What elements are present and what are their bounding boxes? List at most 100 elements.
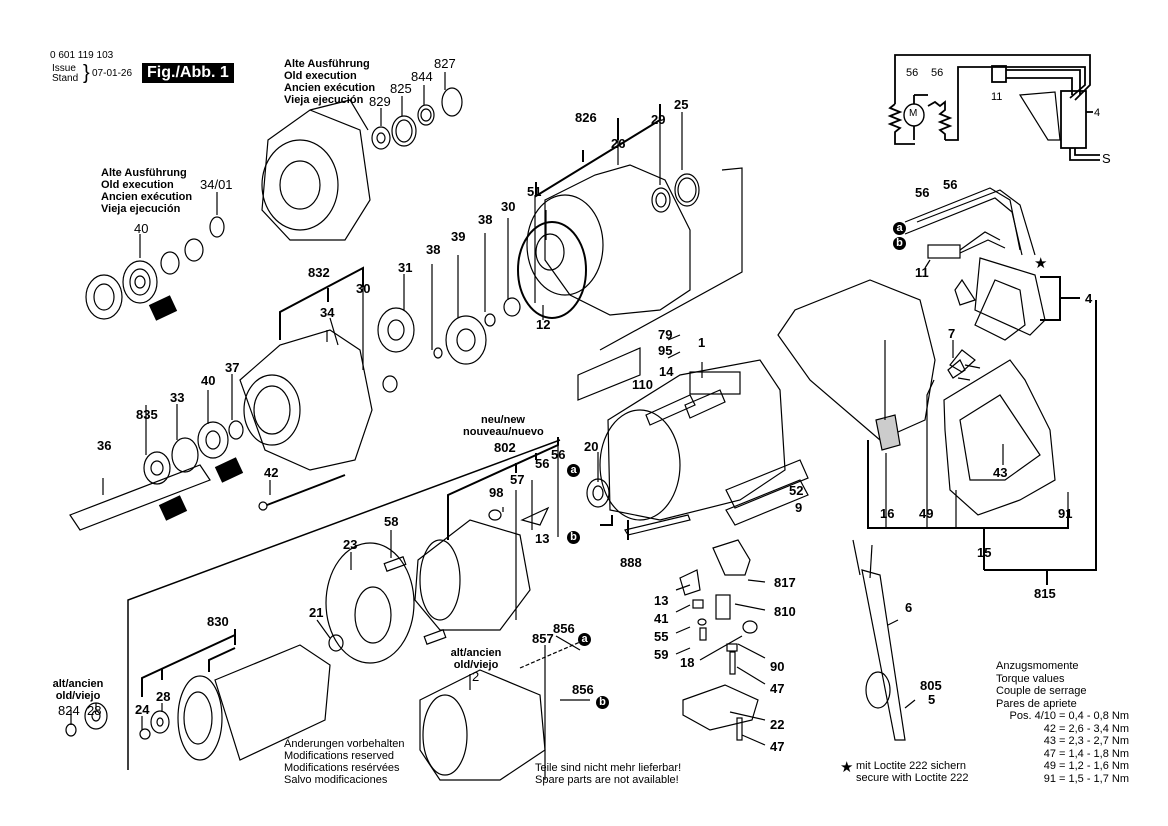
connector-marker-a: a	[578, 633, 591, 646]
connector-marker-b: b	[893, 237, 906, 250]
part-label: 98	[489, 485, 504, 500]
brush-holder-drawing	[675, 539, 766, 746]
baffle-drawing	[316, 530, 447, 664]
part-label: 856	[572, 682, 594, 697]
part-label: 56	[931, 67, 944, 79]
part-label: 18	[680, 655, 695, 670]
bracket-830	[141, 629, 236, 697]
part-label: 38	[478, 212, 493, 227]
note-line: Vieja ejecución	[284, 94, 364, 106]
connector-marker-b: b	[596, 696, 609, 709]
part-label: 56	[551, 447, 566, 462]
part-label: 79	[658, 327, 673, 342]
part-label: 28	[156, 689, 171, 704]
torque-pos: 47	[1043, 747, 1056, 760]
torque-row: 49= 1,2 - 1,6 Nm	[996, 760, 1129, 773]
plate-7	[947, 340, 981, 381]
bracket-826	[535, 104, 661, 198]
part-label: 95	[658, 343, 673, 358]
part-label: 56	[943, 177, 958, 192]
torque-title: Torque values	[996, 672, 1065, 685]
torque-row: Pos. 4/10= 0,4 - 0,8 Nm	[996, 710, 1130, 723]
motor-housing-drawing	[577, 334, 809, 540]
part-label: 29	[651, 112, 666, 127]
note-line: mit Loctite 222 sichern	[856, 760, 967, 772]
part-label: 36	[97, 438, 112, 453]
old-execution-note-left: Alte Ausführung Old execution Ancien exé…	[101, 167, 192, 215]
torque-value: = 2,6 - 3,4 Nm	[1059, 722, 1130, 735]
part-label: 810	[774, 604, 796, 619]
part-label: 6	[905, 600, 913, 615]
part-label: 826	[575, 110, 597, 125]
note-line: secure with Loctite 222	[856, 772, 969, 784]
field-winding-drawing	[414, 442, 559, 631]
torque-values-table: Anzugsmomente Torque values Couple de se…	[996, 660, 1129, 785]
part-label: 91	[1058, 506, 1073, 521]
part-label: 13	[654, 593, 669, 608]
torque-row: 43= 2,3 - 2,7 Nm	[996, 735, 1129, 748]
torque-pos: 91	[1043, 772, 1056, 785]
star-icon: ★	[1034, 255, 1048, 272]
new-version-label: neu/new nouveau/nuevo	[463, 414, 544, 438]
part-label: 43	[993, 465, 1008, 480]
torque-pos: 49	[1043, 760, 1056, 772]
part-label: 47	[770, 739, 785, 754]
note-line: Spare parts are not available!	[535, 774, 679, 786]
old-label-line: old/viejo	[55, 690, 101, 702]
part-label: 22	[770, 717, 785, 732]
old-label-line: alt/ancien	[52, 678, 104, 690]
connector-marker-b: b	[567, 531, 580, 544]
part-label: 1	[698, 335, 706, 350]
part-label: 827	[434, 56, 456, 71]
note-line: Modifications reserved	[284, 750, 395, 762]
note-line: Modifications resérvées	[284, 762, 400, 774]
part-label: 52	[789, 483, 804, 498]
part-label: 829	[369, 94, 391, 109]
bracket-832	[279, 266, 364, 340]
note-line: Teile sind nicht mehr lieferbar!	[535, 762, 682, 774]
note-line: Old execution	[284, 70, 357, 82]
torque-row: 91= 1,5 - 1,7 Nm	[996, 773, 1129, 786]
part-label: 2	[472, 669, 480, 684]
torque-pos: 43	[1043, 735, 1056, 747]
part-label: 856	[553, 621, 575, 636]
part-label: 830	[207, 614, 229, 629]
connector-marker-a: a	[893, 222, 906, 235]
torque-value: = 1,5 - 1,7 Nm	[1059, 772, 1130, 785]
old-gear-housing-drawing	[261, 99, 371, 241]
new-label-line: nouveau/nuevo	[463, 426, 544, 438]
part-label: 11	[915, 265, 929, 280]
part-label: 90	[770, 659, 785, 674]
issue-date: 07-01-26	[92, 68, 133, 79]
part-label: 33	[170, 390, 185, 405]
old-seals-drawing	[371, 72, 463, 150]
power-cable-drawing	[852, 539, 916, 741]
part-label: 15	[977, 545, 992, 560]
part-label: 825	[390, 81, 412, 96]
spindle-drawing	[69, 374, 346, 531]
part-label: 835	[136, 407, 158, 422]
part-label: 58	[384, 514, 399, 529]
figure-label: Fig./Abb. 1	[142, 63, 234, 83]
part-label: 28	[87, 703, 102, 718]
part-label: 38	[426, 242, 441, 257]
part-label: 13	[535, 531, 550, 546]
part-label: 16	[880, 506, 895, 521]
availability-note: Teile sind nicht mehr lieferbar! Spare p…	[535, 762, 681, 786]
old-label-line: alt/ancien	[450, 647, 502, 659]
supply-symbol: S	[1102, 151, 1111, 166]
torque-title: Anzugsmomente	[996, 660, 1079, 672]
part-label: 14	[659, 364, 674, 379]
stand-label: Stand	[52, 73, 79, 84]
armature-drawing	[65, 644, 331, 761]
switch-wires-drawing	[904, 187, 1046, 336]
part-label: 57	[510, 472, 525, 487]
old-version-label-center: alt/ancien old/viejo	[440, 647, 512, 671]
old-field-winding-drawing	[419, 635, 590, 781]
part-label: 4	[1094, 107, 1101, 119]
part-label: 59	[654, 647, 669, 662]
connector-marker-a: a	[567, 464, 580, 477]
torque-row: 42= 2,6 - 3,4 Nm	[996, 723, 1129, 736]
part-label: 40	[134, 221, 149, 236]
